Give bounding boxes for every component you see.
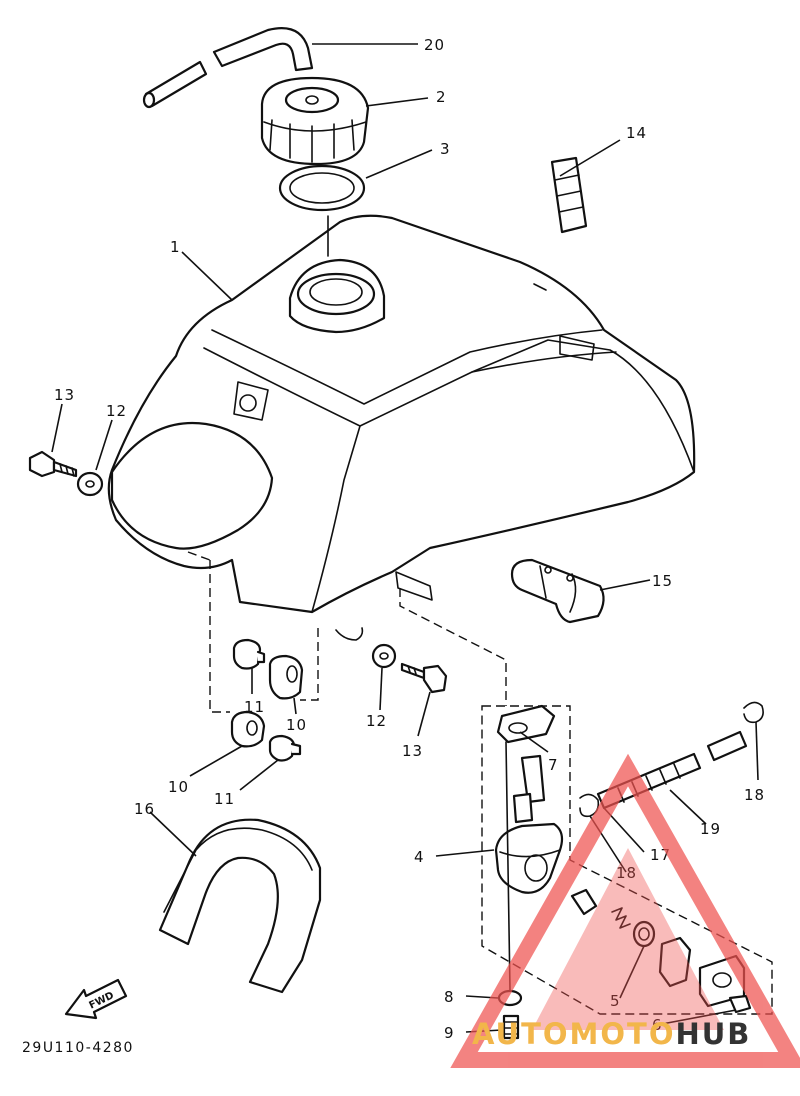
callout-3: 3 <box>440 140 451 158</box>
callout-11-upper: 11 <box>244 698 265 716</box>
callout-20: 20 <box>424 36 445 54</box>
cap-gasket-part <box>278 164 366 212</box>
callout-18-upper: 18 <box>744 786 765 804</box>
drawing-code: 29U110-4280 <box>22 1040 134 1056</box>
callout-16: 16 <box>134 800 155 818</box>
fuel-tank-part <box>107 214 696 641</box>
watermark-triangle-outer <box>450 753 800 1068</box>
bolt-13-left-part <box>28 450 78 478</box>
callout-10-lower: 10 <box>168 778 189 796</box>
callout-1: 1 <box>170 238 181 256</box>
watermark-logo-icon <box>450 753 800 1068</box>
callout-4: 4 <box>414 848 425 866</box>
washer-12-left-part <box>76 471 104 497</box>
callout-9: 9 <box>444 1024 455 1042</box>
fuel-cap-part <box>260 76 370 166</box>
washer-12-center-part <box>371 643 397 669</box>
callout-2: 2 <box>436 88 447 106</box>
callout-12-left: 12 <box>106 402 127 420</box>
callout-13-left: 13 <box>54 386 75 404</box>
callout-19: 19 <box>700 820 721 838</box>
damper-part <box>550 156 588 234</box>
watermark-brand-part1: AUTOMOTO <box>472 1017 675 1051</box>
watermark-triangle-inner <box>532 848 724 1030</box>
collar-11-lower-part <box>268 734 302 762</box>
fwd-arrow-icon: FWD <box>64 978 128 1020</box>
callout-7: 7 <box>548 756 559 774</box>
callout-numbers: 20 2 3 14 1 15 13 12 11 10 12 13 10 11 1… <box>54 36 765 1042</box>
callout-5: 5 <box>610 992 621 1010</box>
alignment-lines <box>187 215 511 991</box>
callout-10-upper: 10 <box>286 716 307 734</box>
callout-18-lower: 18 <box>616 864 637 882</box>
fuel-cock-assembly-part <box>481 701 773 1040</box>
callout-11-lower: 11 <box>214 790 235 808</box>
breather-hose-part <box>142 27 314 109</box>
damper-10-lower-part <box>230 710 266 748</box>
callout-6: 6 <box>652 1016 663 1034</box>
callout-14: 14 <box>626 124 647 142</box>
callout-15: 15 <box>652 572 673 590</box>
tank-strap-part <box>158 818 322 994</box>
bolt-13-center-part <box>400 662 448 694</box>
damper-10-upper-part <box>268 654 304 700</box>
callout-8: 8 <box>444 988 455 1006</box>
watermark-brand: AUTOMOTOHUB <box>472 1017 751 1051</box>
tank-bracket-part <box>510 558 605 624</box>
callout-12-center: 12 <box>366 712 387 730</box>
watermark-brand-part2: HUB <box>675 1017 751 1051</box>
callout-13-center: 13 <box>402 742 423 760</box>
collar-11-upper-part <box>232 638 266 670</box>
